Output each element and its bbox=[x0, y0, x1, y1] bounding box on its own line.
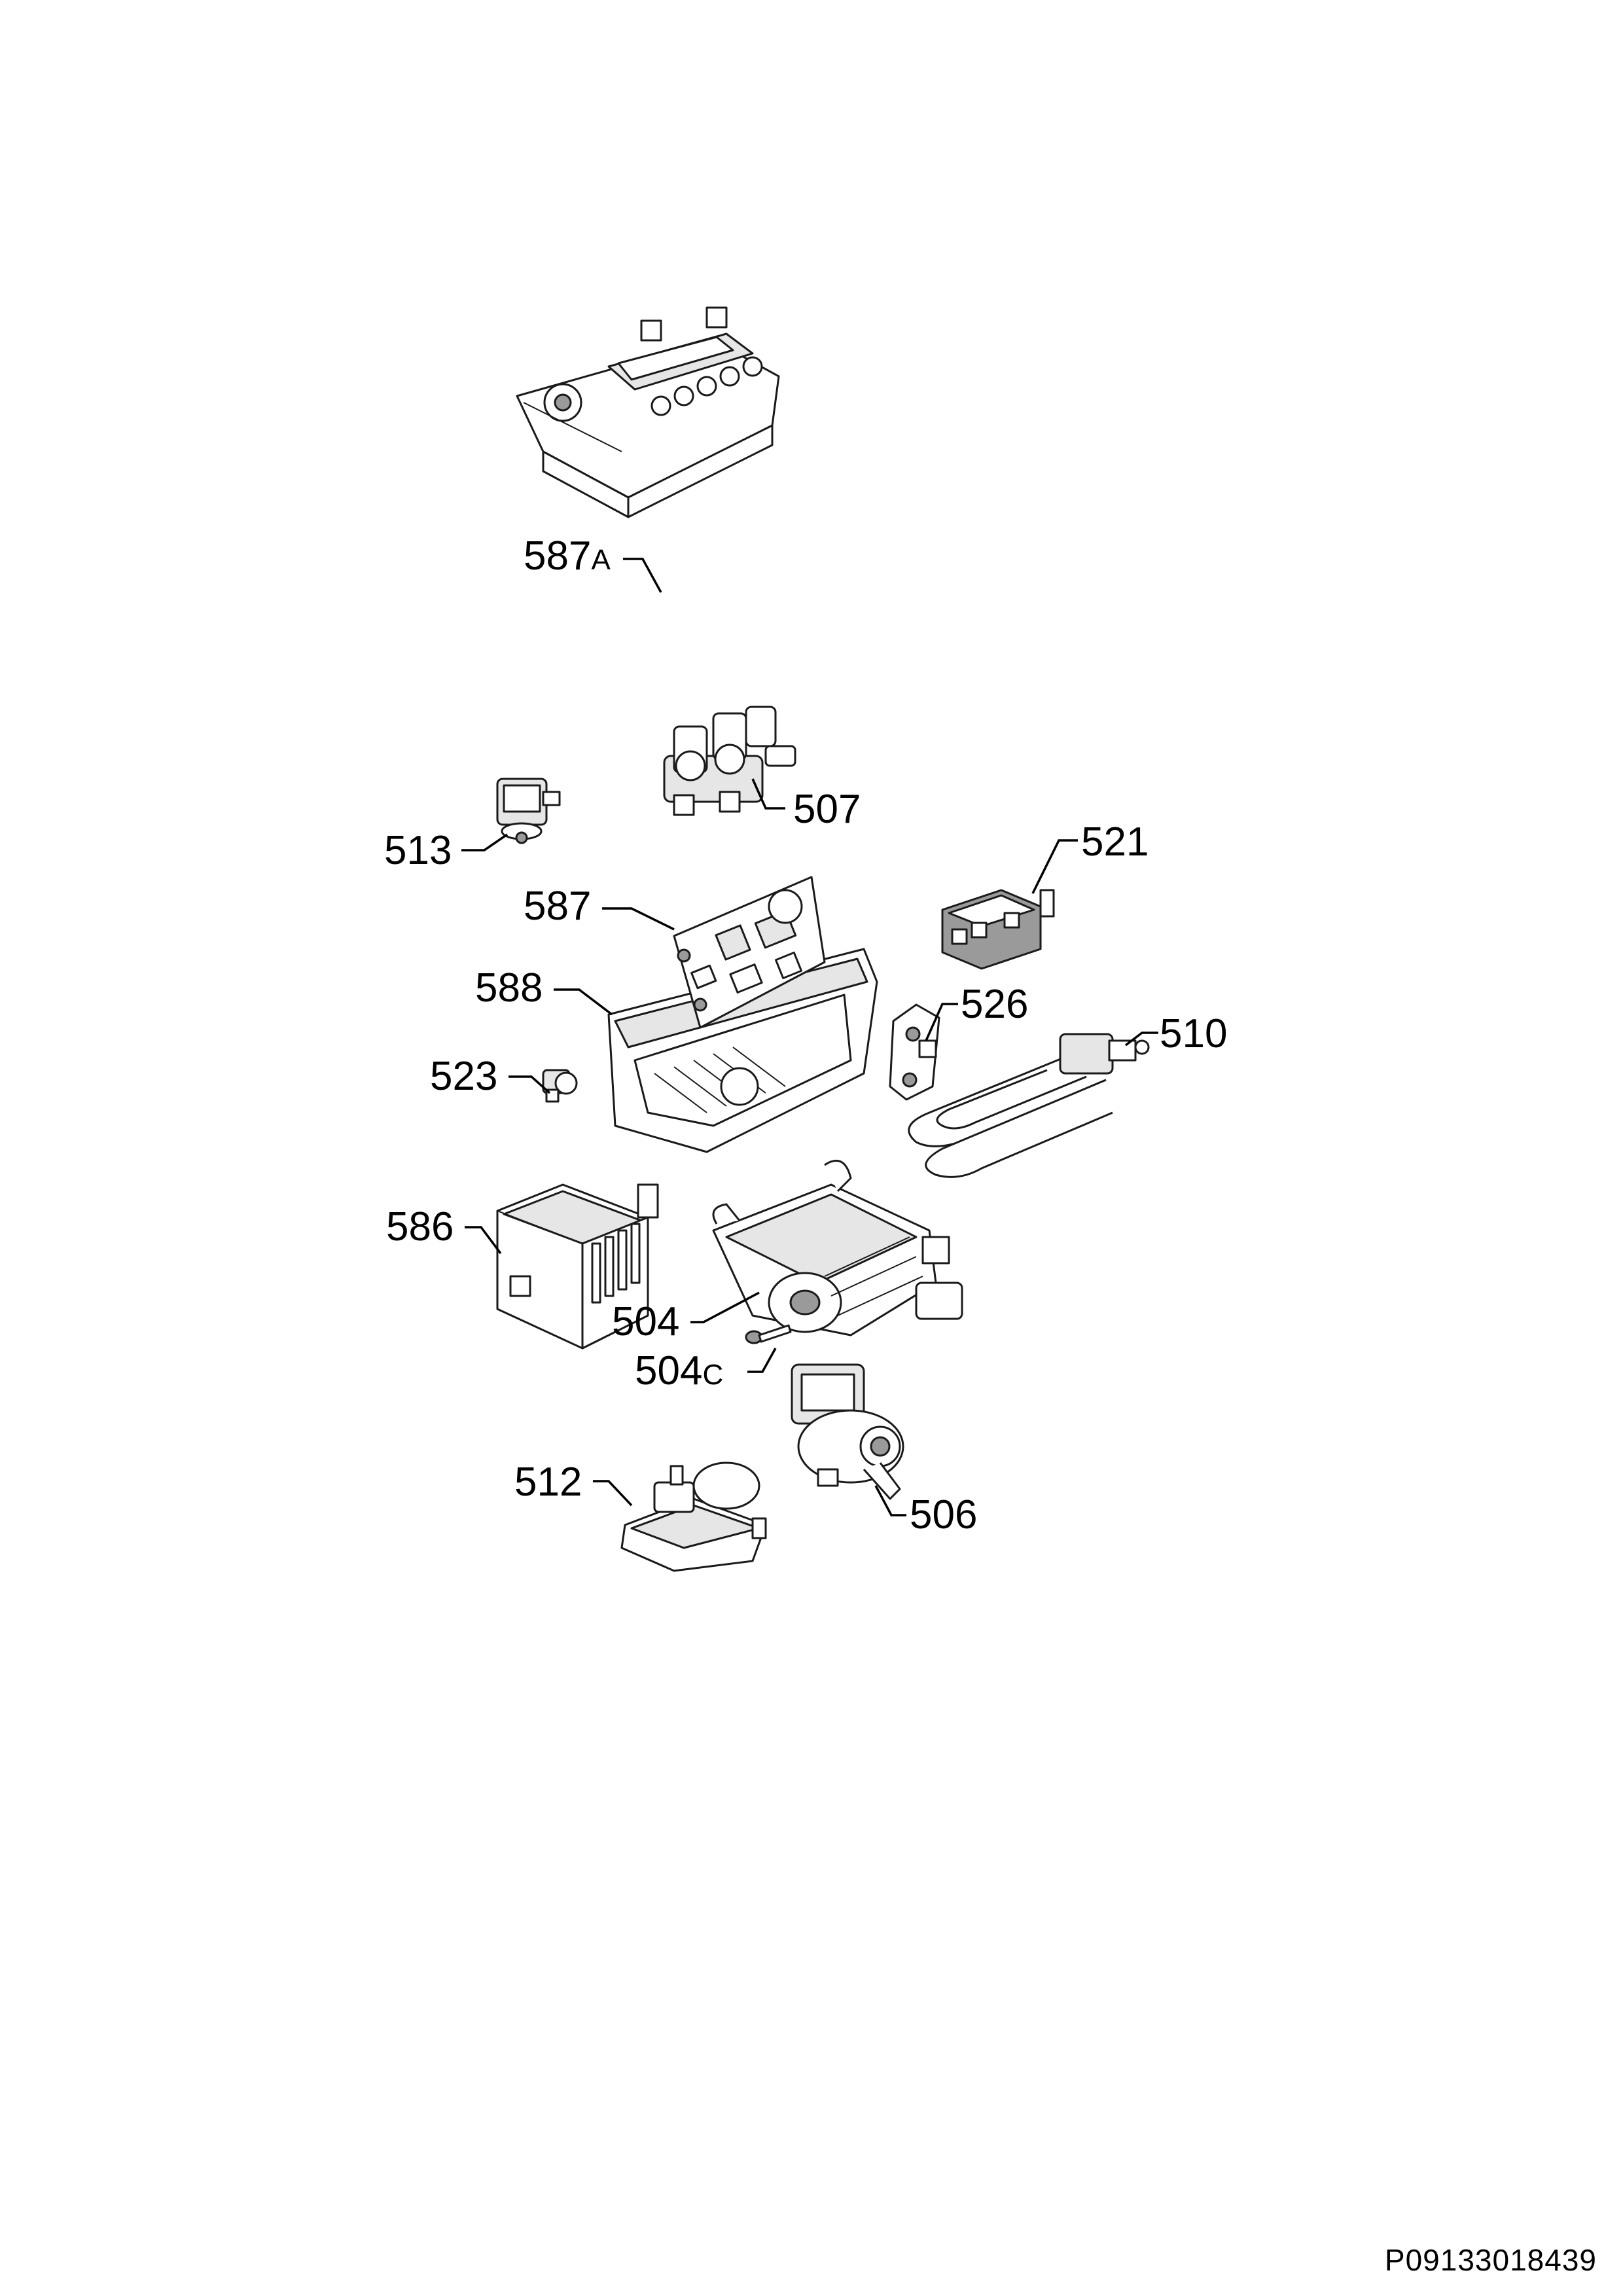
label-588: 588 bbox=[475, 965, 543, 1011]
label-521: 521 bbox=[1081, 819, 1149, 865]
leader-504 bbox=[690, 1291, 760, 1323]
leader-523 bbox=[508, 1075, 551, 1094]
leader-504c bbox=[747, 1348, 777, 1373]
part-512-bracket bbox=[620, 1462, 767, 1572]
part-510-heating-element bbox=[908, 1033, 1150, 1178]
part-504c-screw bbox=[745, 1324, 792, 1344]
leader-506 bbox=[874, 1485, 906, 1516]
label-586: 586 bbox=[386, 1204, 454, 1249]
part-586-motor-module bbox=[496, 1183, 659, 1350]
part-506-drain-pump bbox=[791, 1363, 904, 1500]
part-587-main-board bbox=[673, 876, 826, 1029]
leader-588 bbox=[554, 988, 613, 1016]
document-code: P09133018439 bbox=[1384, 2243, 1597, 2277]
leader-512 bbox=[593, 1480, 633, 1507]
label-513: 513 bbox=[384, 828, 452, 873]
part-521-door-lock bbox=[941, 889, 1055, 970]
part-587a-control-panel bbox=[516, 306, 780, 518]
leader-510 bbox=[1124, 1031, 1158, 1047]
leader-587a bbox=[623, 558, 662, 593]
leader-513 bbox=[461, 833, 508, 852]
label-506: 506 bbox=[910, 1492, 977, 1537]
label-523: 523 bbox=[430, 1054, 497, 1099]
label-504: 504 bbox=[612, 1299, 679, 1344]
label-587: 587 bbox=[524, 884, 591, 929]
part-526-bracket bbox=[889, 1003, 940, 1101]
label-587a: 587A bbox=[524, 533, 611, 579]
part-504-motor bbox=[712, 1159, 963, 1336]
leader-521 bbox=[1031, 839, 1078, 894]
leader-586 bbox=[465, 1226, 502, 1255]
label-512: 512 bbox=[514, 1460, 582, 1505]
label-510: 510 bbox=[1160, 1011, 1227, 1056]
part-513-pressure-switch bbox=[496, 778, 561, 844]
part-523-temperature-sensor bbox=[542, 1069, 578, 1103]
label-504c: 504C bbox=[635, 1348, 723, 1393]
part-507-inlet-valve bbox=[663, 706, 796, 816]
leader-587 bbox=[602, 907, 675, 931]
label-526: 526 bbox=[961, 982, 1028, 1027]
label-507: 507 bbox=[793, 787, 861, 832]
leader-526 bbox=[925, 1003, 958, 1041]
leader-507 bbox=[751, 778, 785, 810]
